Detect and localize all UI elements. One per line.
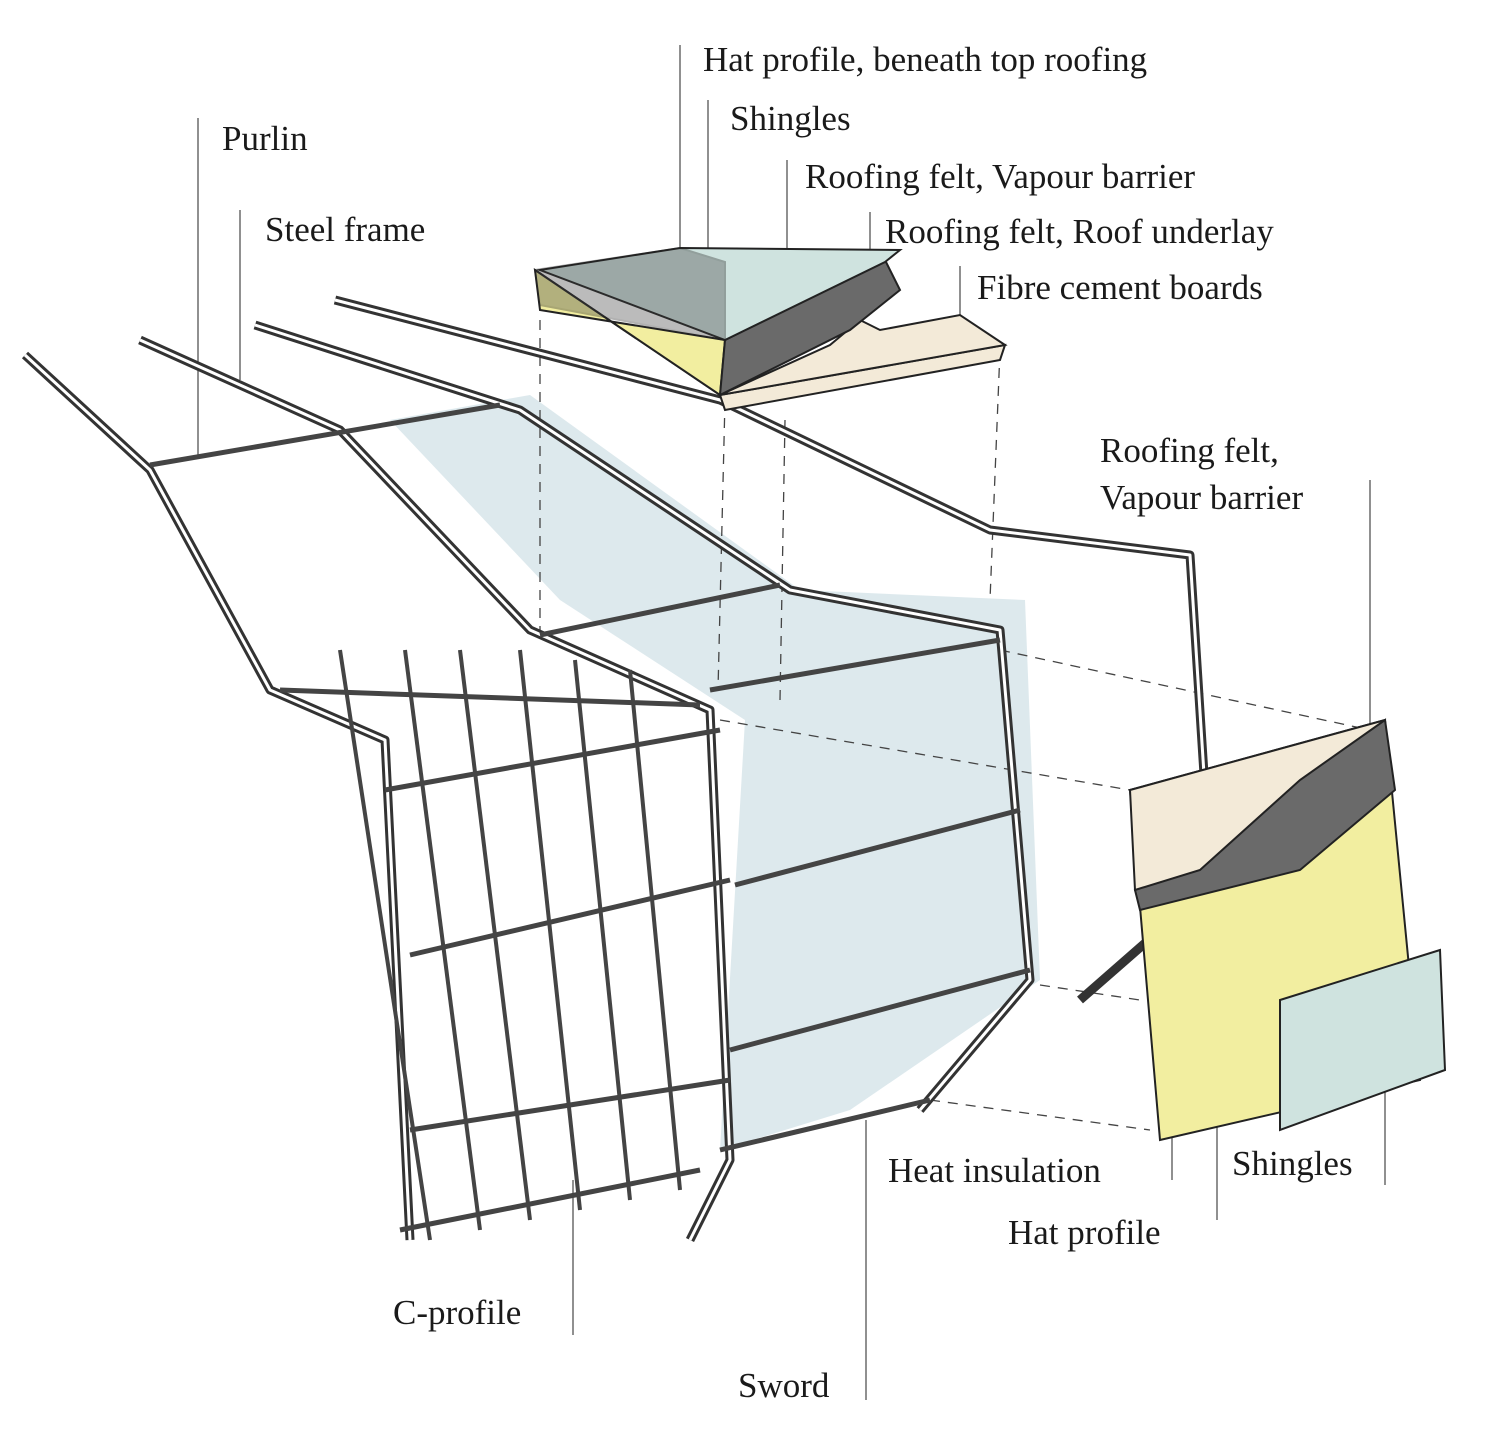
label-sword: Sword bbox=[738, 1366, 830, 1405]
c-profiles bbox=[338, 649, 682, 1241]
label-roofing-felt-underlay: Roofing felt, Roof underlay bbox=[885, 212, 1274, 251]
label-steel-frame: Steel frame bbox=[265, 210, 426, 249]
label-roofing-felt-side-line1: Roofing felt, bbox=[1100, 431, 1279, 470]
label-c-profile: C-profile bbox=[393, 1293, 522, 1332]
label-fibre-cement-boards: Fibre cement boards bbox=[977, 268, 1263, 307]
label-hat-profile-top: Hat profile, beneath top roofing bbox=[703, 40, 1148, 79]
label-heat-insulation: Heat insulation bbox=[888, 1151, 1101, 1190]
sheathing-roof-panel bbox=[390, 395, 1040, 1150]
label-roofing-felt-side-line2: Vapour barrier bbox=[1100, 478, 1304, 517]
label-roofing-felt-vapour-top: Roofing felt, Vapour barrier bbox=[805, 157, 1196, 196]
roof-sample bbox=[533, 246, 1008, 412]
label-hat-profile-side: Hat profile bbox=[1008, 1213, 1161, 1252]
wall-sample bbox=[1128, 718, 1447, 1142]
label-purlin: Purlin bbox=[222, 119, 308, 158]
leader-lines bbox=[197, 45, 1386, 1400]
label-shingles-top: Shingles bbox=[730, 99, 851, 138]
label-shingles-side: Shingles bbox=[1232, 1144, 1353, 1183]
purlins bbox=[149, 402, 1031, 1233]
